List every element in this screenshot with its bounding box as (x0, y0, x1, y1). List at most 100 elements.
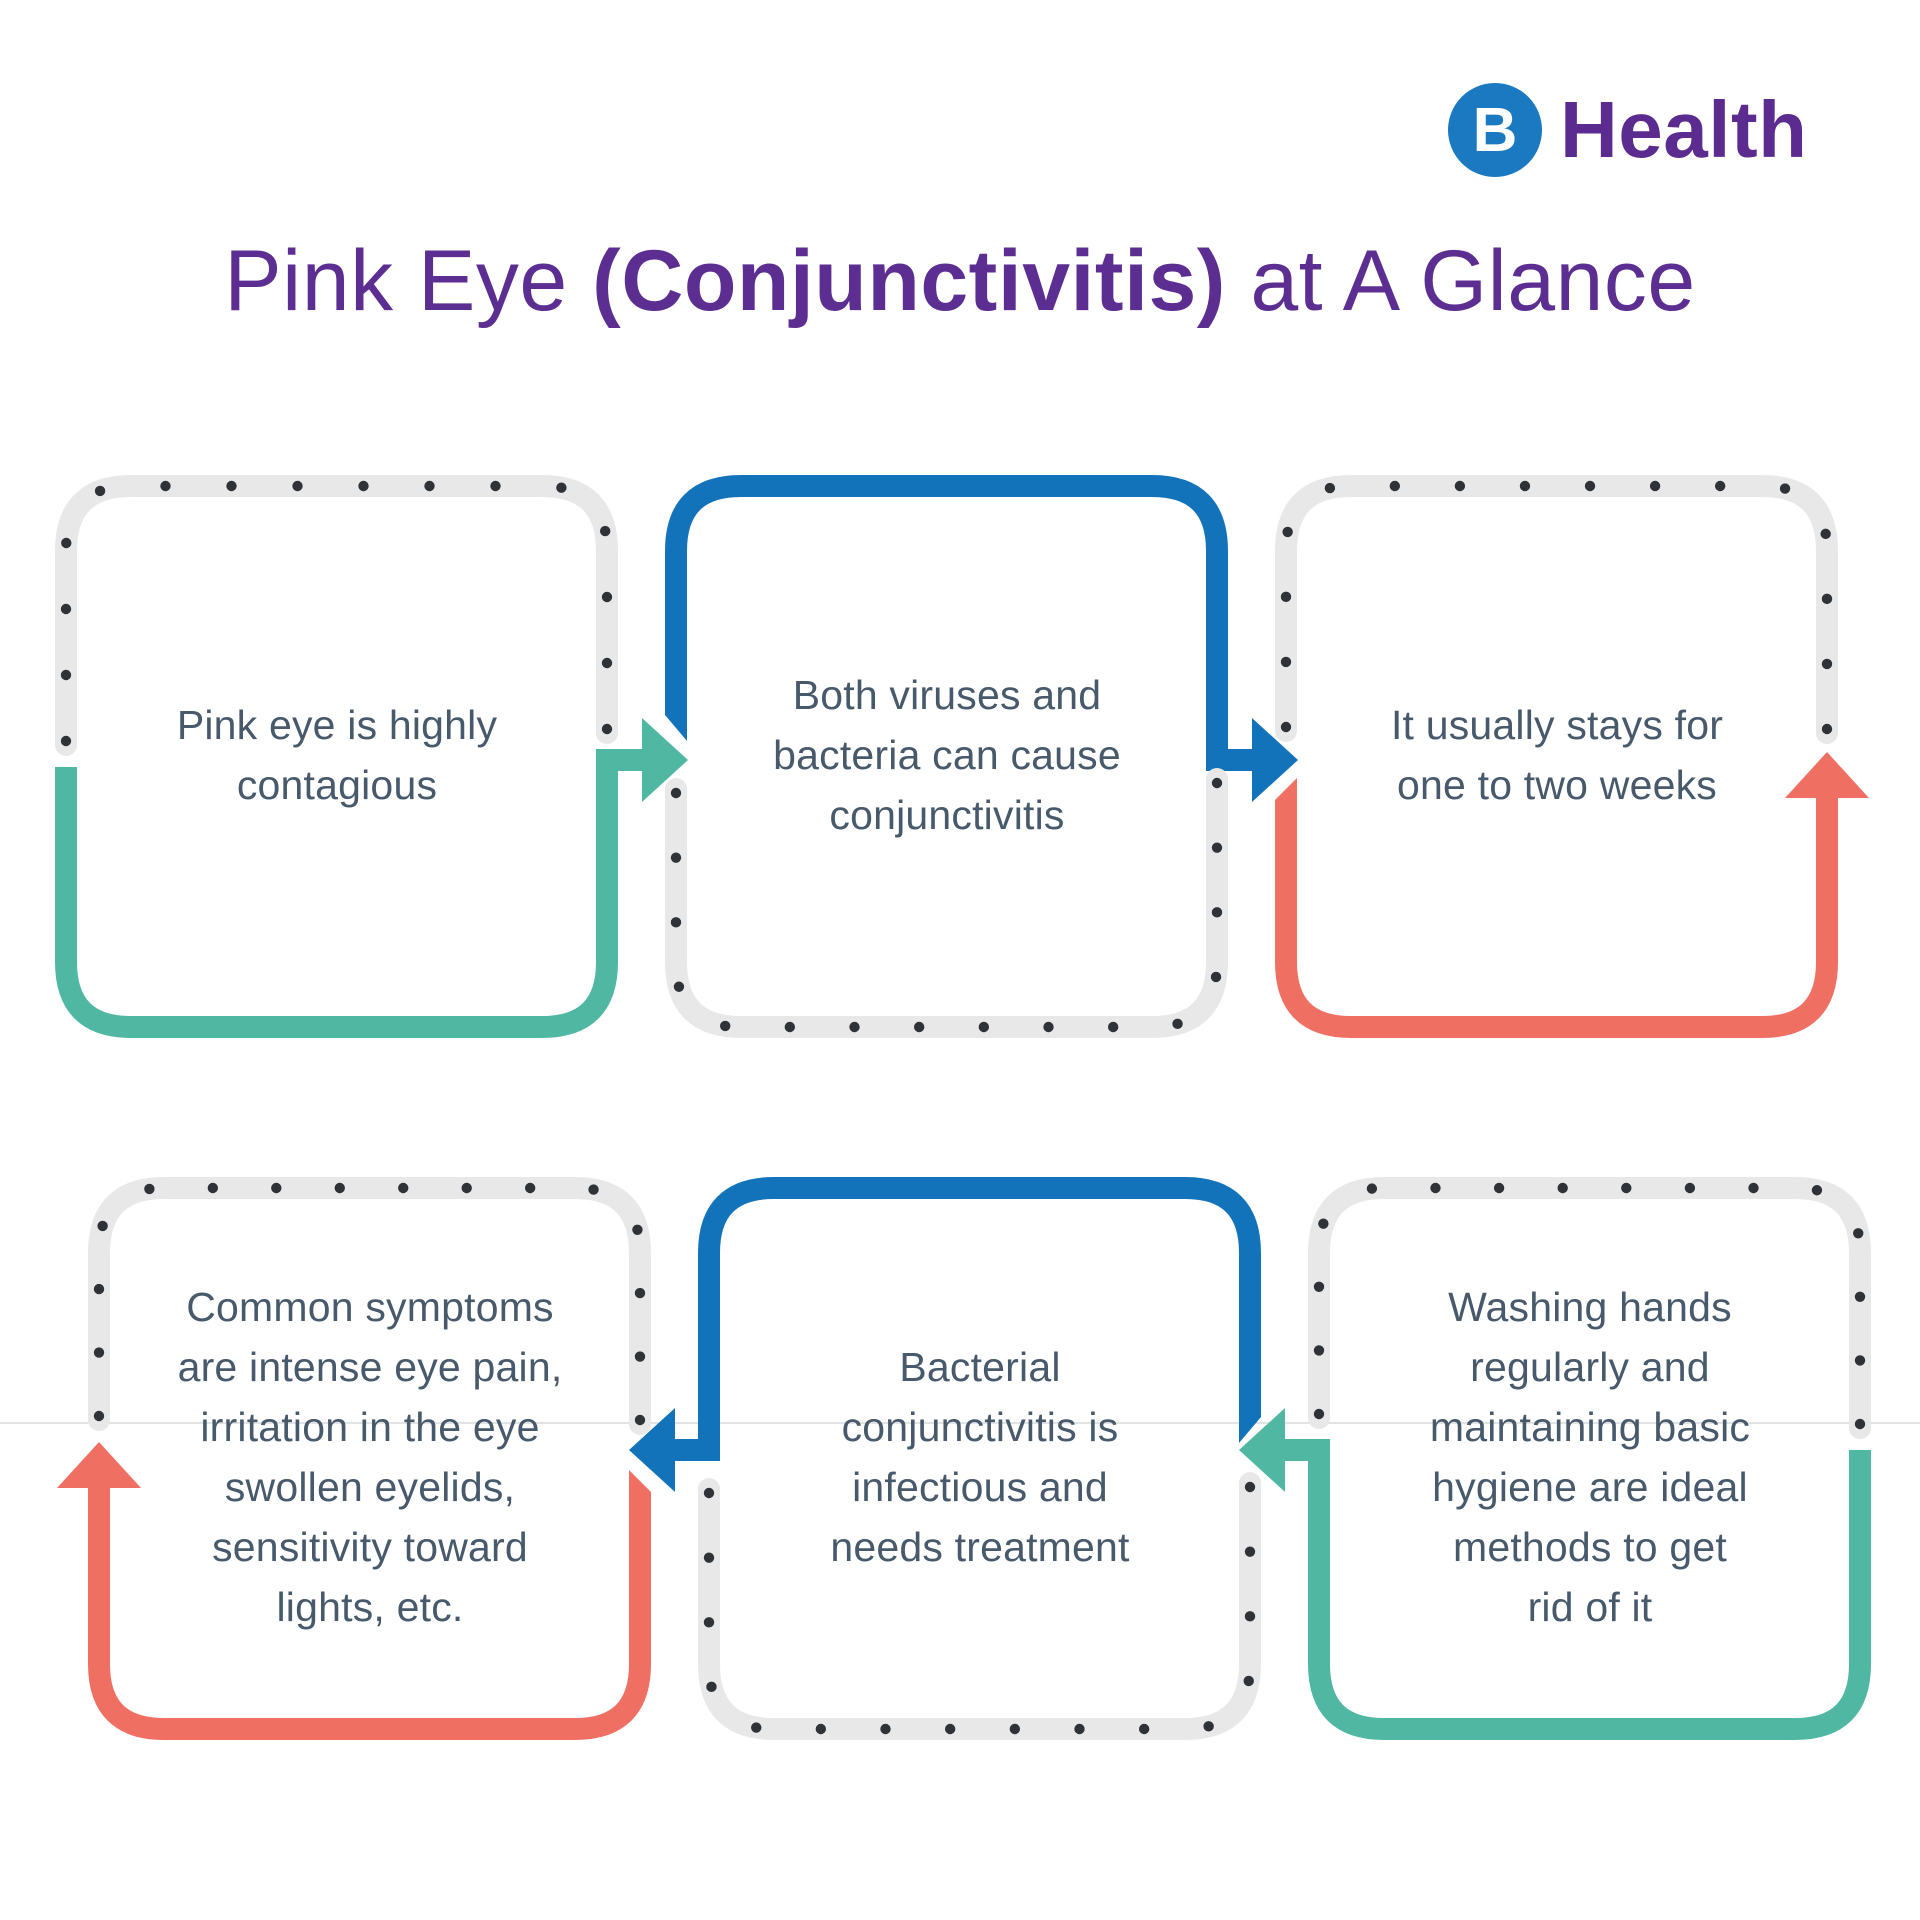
arrow-step2-to-step3 (1252, 718, 1298, 802)
track-dot (1366, 1183, 1378, 1194)
track-dot (849, 1021, 860, 1033)
track-dot (634, 1351, 646, 1362)
track-dot (160, 480, 171, 492)
track-dot (634, 1414, 646, 1426)
track-dot (1313, 1408, 1325, 1420)
track-dot (1430, 1182, 1441, 1194)
track-dot (1748, 1182, 1759, 1194)
track-dot (60, 603, 72, 615)
track-dot (334, 1182, 345, 1194)
track-dot (1172, 1018, 1183, 1030)
track-dot (588, 1184, 599, 1195)
track-dot (1203, 1721, 1214, 1732)
box-1-border (55, 475, 688, 1038)
title-prefix: Pink Eye (224, 233, 593, 329)
track-dot (1584, 480, 1596, 492)
track-dot (271, 1182, 282, 1194)
track-dot (93, 1347, 105, 1358)
track-dot (358, 480, 369, 492)
box-3-text: It usually stays for one to two weeks (1390, 702, 1724, 808)
box-4-text: Common symptoms are intense eye pain, ir… (177, 1284, 563, 1630)
arrow-step4-up (57, 1442, 141, 1488)
track-dot (703, 1552, 715, 1563)
bajaj-finserv-logo-icon: B (1448, 83, 1542, 177)
track-dot (1324, 482, 1336, 494)
track-dot (601, 657, 613, 669)
track-dot (1280, 591, 1292, 603)
track-dot (670, 787, 682, 799)
track-dot (1282, 526, 1293, 538)
track-dot (1854, 1291, 1866, 1302)
track-dot (1211, 777, 1223, 789)
track-dot (1210, 971, 1222, 983)
track-dot (1811, 1185, 1823, 1196)
track-dot (784, 1021, 796, 1033)
track-dot (61, 537, 72, 549)
track-dot (1211, 842, 1223, 853)
track-dot (1854, 1355, 1866, 1366)
title-suffix: at A Glance (1225, 233, 1696, 329)
track-dot (944, 1723, 956, 1735)
track-dot (1211, 907, 1223, 918)
track-dot (703, 1487, 715, 1499)
track-dot (60, 735, 72, 747)
track-dot (1280, 721, 1292, 733)
track-dot (524, 1182, 536, 1194)
track-dot (1244, 1546, 1256, 1557)
track-dot (461, 1182, 472, 1194)
track-dot (601, 723, 613, 735)
track-dot (1557, 1182, 1568, 1194)
track-dot (751, 1722, 762, 1733)
track-dot (292, 480, 303, 492)
track-dot (1313, 1345, 1325, 1356)
track-dot (634, 1287, 646, 1299)
track-dot (1074, 1723, 1085, 1735)
track-dot (880, 1723, 891, 1735)
track-dot (703, 1617, 715, 1628)
box-2-text: Both viruses and bacteria can cause conj… (773, 672, 1121, 838)
track-dot (1854, 1418, 1866, 1430)
track-dot (599, 525, 611, 537)
track-dot (94, 485, 106, 497)
logo-mark-letter: B (1472, 95, 1518, 165)
track-dot (1107, 1021, 1119, 1033)
page-title: Pink Eye (Conjunctivitis) at A Glance (0, 232, 1920, 331)
track-dot (1493, 1182, 1505, 1194)
track-dot (601, 591, 613, 603)
track-dot (670, 852, 682, 863)
track-dot (1318, 1218, 1329, 1229)
box-2-border (665, 475, 1298, 1038)
track-dot (1821, 593, 1833, 605)
track-dot (1820, 528, 1831, 540)
track-dot (706, 1681, 717, 1693)
track-dot (93, 1283, 105, 1295)
box-6-border (1239, 1177, 1871, 1740)
arrow-step6-to-step5 (1239, 1408, 1285, 1492)
track-dot (60, 669, 72, 681)
arrow-step5-to-step4 (629, 1408, 675, 1492)
track-dot (913, 1021, 925, 1033)
track-dot (1714, 480, 1726, 492)
track-dot (815, 1723, 827, 1735)
track-dot (1244, 1481, 1256, 1493)
track-dot (556, 482, 567, 493)
track-dot (144, 1183, 155, 1195)
track-dot (207, 1182, 219, 1194)
track-dot (1313, 1281, 1325, 1292)
track-dot (1138, 1723, 1150, 1735)
box-5-border (629, 1177, 1261, 1740)
track-dot (1853, 1228, 1864, 1239)
arrow-step3-up (1785, 752, 1869, 798)
track-dot (1243, 1675, 1254, 1687)
arrow-step1-to-step2 (642, 718, 688, 802)
box-3-border (1275, 475, 1869, 1038)
track-dot (1389, 480, 1401, 492)
track-dot (1280, 656, 1292, 668)
title-emphasis: (Conjunctivitis) (592, 233, 1226, 329)
box-1-text: Pink eye is highly contagious (176, 702, 498, 808)
track-dot (1519, 480, 1531, 492)
brand-logo: B Health (1448, 78, 1808, 182)
track-dot (97, 1220, 108, 1232)
box-4-border (57, 1177, 651, 1740)
